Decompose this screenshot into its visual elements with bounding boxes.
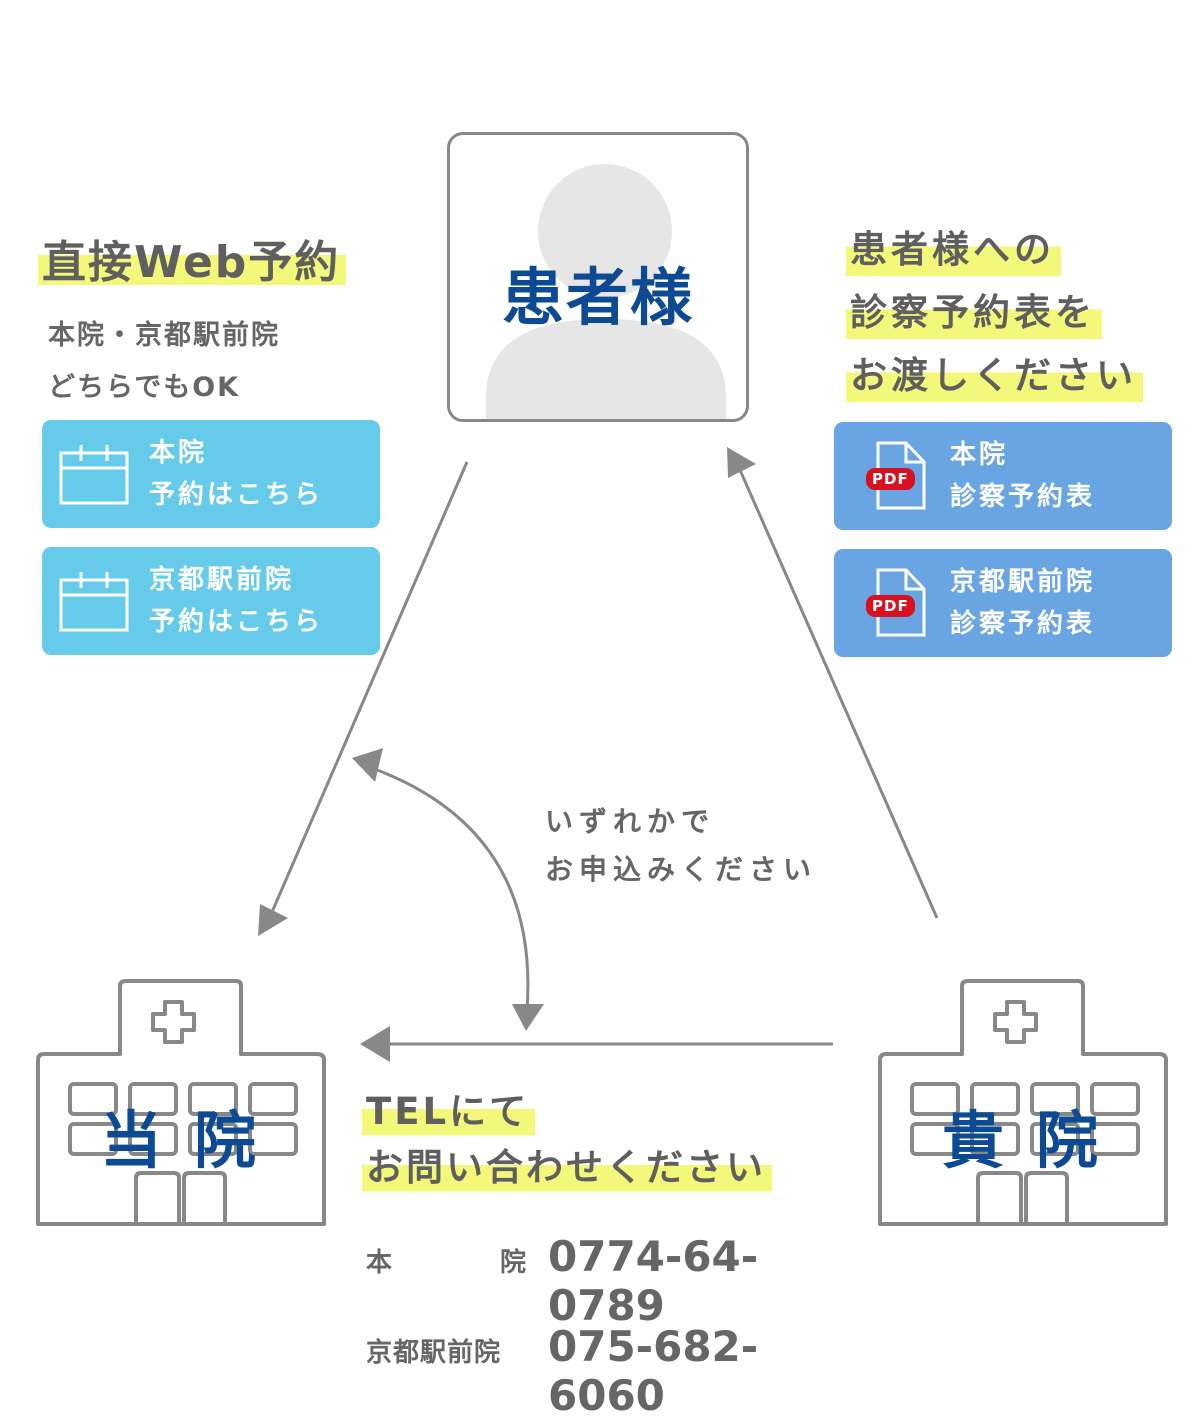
hospital-icon: [36, 979, 326, 1226]
tel-label-main-a: 本: [366, 1248, 393, 1278]
your-clinic-label-2: 院: [1036, 1104, 1099, 1177]
arrow-your-clinic-to-patient: [727, 447, 939, 919]
your-clinic-label-1: 貴: [942, 1104, 1005, 1177]
tel-heading: TELにて お問い合わせください: [362, 1084, 772, 1196]
pdf-badge: PDF: [866, 468, 915, 490]
arrow-either-double: [352, 748, 544, 1031]
tel-number-kyoto-station-clinic[interactable]: 075-682-6060: [548, 1322, 759, 1420]
kyoto-station-clinic-schedule-pdf-button[interactable]: PDF 京都駅前院 診察予約表: [834, 549, 1172, 657]
calendar-icon: [59, 572, 129, 632]
patient-card: 患者様: [447, 132, 749, 422]
pdf-file-icon: PDF: [864, 440, 934, 512]
reserve-kyoto-station-clinic-button[interactable]: 京都駅前院 予約はこちら: [42, 547, 380, 655]
tel-row-kyoto-station-clinic: 京都駅前院 075-682-6060: [366, 1322, 836, 1420]
web-reservation-heading: 直接Web予約: [38, 226, 347, 290]
your-clinic: 貴 院: [876, 978, 1170, 1230]
calendar-icon: [59, 445, 129, 505]
either-note: いずれかで お申込みください: [545, 805, 818, 886]
main-clinic-schedule-pdf-button[interactable]: PDF 本院 診察予約表: [834, 422, 1172, 530]
web-reservation-subtext: 本院・京都駅前院 どちらでもOK: [48, 320, 280, 403]
tel-label-main-b: 院: [500, 1248, 527, 1278]
schedule-pdf-heading: 患者様への 診察予約表を お渡しください: [846, 218, 1143, 407]
pdf-file-icon: PDF: [864, 567, 934, 639]
tel-number-main-clinic[interactable]: 0774-64-0789: [548, 1232, 759, 1330]
arrow-your-clinic-to-our-clinic: [360, 1026, 833, 1062]
arrow-patient-to-our-clinic: [258, 461, 469, 936]
tel-row-main-clinic: 本 院 0774-64-0789: [366, 1232, 836, 1330]
hospital-icon: [878, 979, 1168, 1226]
patient-label: 患者様: [501, 261, 694, 334]
our-clinic: 当 院: [34, 978, 328, 1230]
our-clinic-label-1: 当: [100, 1104, 163, 1177]
person-silhouette-icon: [486, 164, 726, 419]
reserve-main-clinic-button[interactable]: 本院 予約はこちら: [42, 420, 380, 528]
tel-label-kyoto: 京都駅前院: [366, 1338, 502, 1368]
pdf-badge: PDF: [866, 595, 915, 617]
our-clinic-label-2: 院: [194, 1104, 257, 1177]
